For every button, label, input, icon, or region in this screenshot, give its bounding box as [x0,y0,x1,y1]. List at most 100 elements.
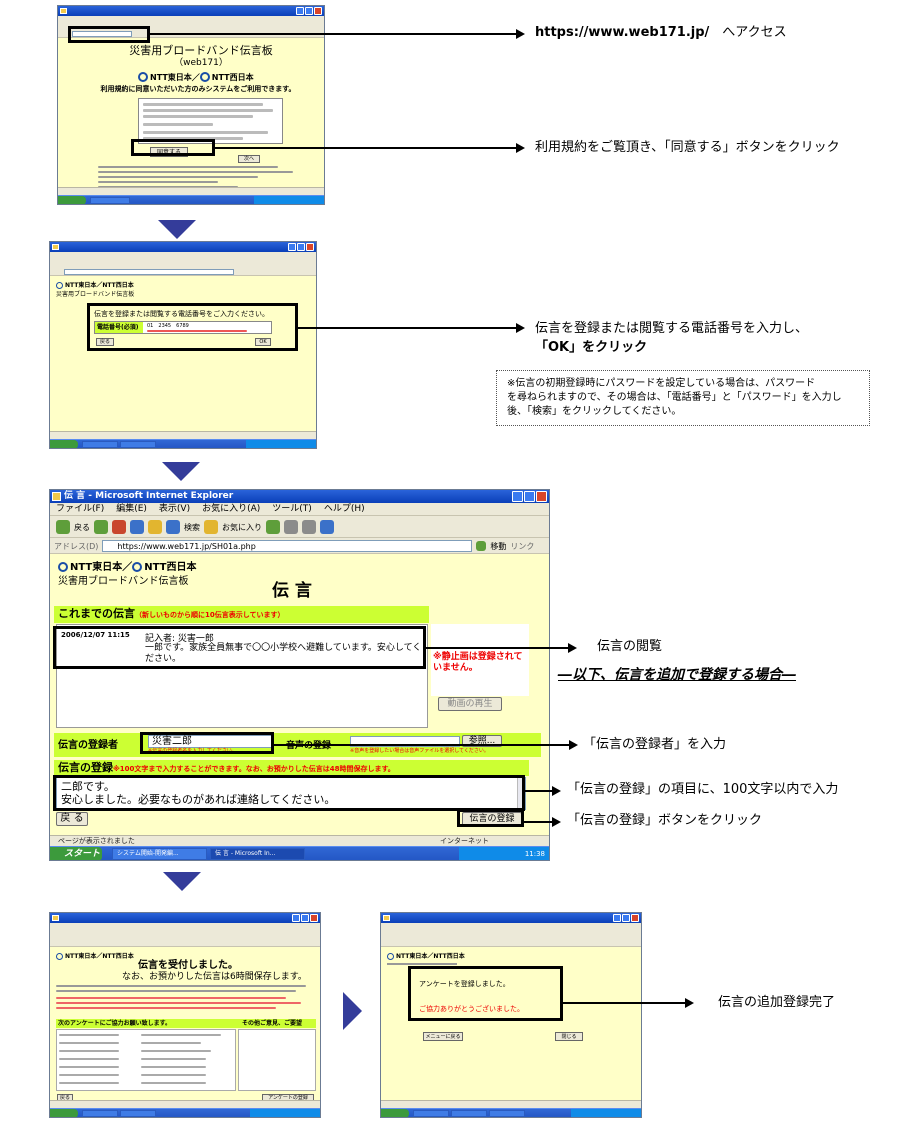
step4-taskbar [50,1108,320,1117]
search-icon[interactable] [166,520,180,534]
step2-status-bar [50,431,316,439]
step3-taskbar: スタート システム開始-開発編... 伝 言 - Microsoft In...… [50,846,549,860]
step5-toolbar [381,923,641,947]
no-image-text: ※静止画は登録されていません。 [433,652,523,673]
back-icon[interactable] [56,520,70,534]
step2-phone-value3: 6789 [176,323,189,329]
step4-title-bar [50,913,320,923]
toolbar-favorites-label[interactable]: お気に入り [222,522,262,532]
forward-icon[interactable] [94,520,108,534]
ie-icon [60,8,67,14]
step3-toolbar: 戻る 検索 お気に入り [50,516,549,538]
step1-address-bar[interactable] [72,31,132,37]
step2-annotation-line2: 「OK」をクリック [535,340,648,355]
step4-toolbar [50,923,320,947]
start-button[interactable]: スタート [50,847,102,860]
step2-ntt-logo: NTT東日本／NTT西日本 [56,280,134,289]
comments-textarea[interactable] [238,1029,316,1091]
register-header-bar: 伝言の登録※100文字まで入力することができます。なお、お預かりした伝言は48時… [54,760,529,776]
step5-menu-button[interactable]: メニューに戻る [423,1032,463,1041]
step1-agree-button[interactable]: 同意する [150,147,188,157]
step2-arrow-head [516,323,525,333]
step2-annotation-line1: 伝言を登録または閲覧する電話番号を入力し、 [535,321,809,336]
play-video-button[interactable]: 動画の再生 [438,697,502,711]
step2-phone-label: 電話番号(必須) [95,322,143,333]
survey-header-bar: 次のアンケートにご協力お願い致します。 その他ご意見、ご要望 [56,1019,316,1028]
menu-edit[interactable]: 編集(E) [116,504,147,514]
voice-file-input[interactable] [350,736,460,747]
step5-arrow-head [685,998,694,1008]
registrant-annotation: 「伝言の登録者」を入力 [583,737,727,752]
step2-password-note: ※伝言の初期登録時にパスワードを設定している場合は、パスワード を尋ねられますの… [496,370,870,426]
step2-taskbar [50,439,316,448]
status-text: ページが表示されました [58,837,135,845]
msg-author: 記入者: 災害一郎 [145,634,214,644]
textarea-scrollbar[interactable] [517,778,525,809]
step3-menu-bar: ファイル(F) 編集(E) 表示(V) お気に入り(A) ツール(T) ヘルプ(… [50,503,549,516]
step2-form-highlight [87,303,298,351]
toolbar-search-label[interactable]: 検索 [184,522,200,532]
maximize-button[interactable] [524,491,535,502]
system-tray: 11:38 [459,847,549,860]
task1-label: システム開始-開発編... [117,850,179,857]
registrant-arrow [274,744,570,746]
minimize-button[interactable] [512,491,523,502]
history-header: これまでの伝言 [58,607,135,620]
back-button[interactable]: 戻 る [56,812,88,826]
toolbar-back-label[interactable]: 戻る [74,522,90,532]
step2-address-bar[interactable] [64,269,234,275]
edit-icon[interactable] [320,520,334,534]
home-icon[interactable] [148,520,162,534]
step1-terms-notice: 利用規約に同意いただいた方のみシステムをご利用できます。 [100,85,296,93]
step1-subtitle: （web171） [174,58,228,68]
step1-url-annotation: https://www.web171.jp/ へアクセス [535,24,787,42]
address-url: https://www.web171.jp/SH01a.php [117,542,256,551]
message-line2: 安心しました。必要なものがあれば連絡してください。 [61,793,336,806]
mail-icon[interactable] [284,520,298,534]
menu-tools[interactable]: ツール(T) [272,504,312,514]
history-message-list[interactable]: 2006/12/07 11:15 記入者: 災害一郎 一郎です。家族全員無事で〇… [56,624,428,728]
step2-ok-button[interactable]: OK [255,338,271,346]
step5-taskbar [381,1108,641,1117]
registrant-arrow-head [569,740,578,750]
logo-east: NTT東日本 [70,562,123,573]
step2-phone-input[interactable]: 01 2345 6789 [147,323,247,332]
step3-status-bar: ページが表示されました インターネット [50,835,549,846]
history-icon[interactable] [266,520,280,534]
print-icon[interactable] [302,520,316,534]
step1-agree-highlight [131,139,215,156]
step5-title-bar [381,913,641,923]
stop-icon[interactable] [112,520,126,534]
step5-close-button[interactable]: 閉じる [555,1032,583,1041]
ie-icon [52,244,59,250]
history-highlight [53,626,426,669]
links-label[interactable]: リンク [510,541,535,551]
menu-view[interactable]: 表示(V) [158,504,191,514]
note-line2: を尋ねられますので、その場合は、「電話番号」と「パスワード」を入力し [507,392,842,403]
taskbar-item-1[interactable]: システム開始-開発編... [112,848,207,860]
go-icon[interactable] [476,541,487,551]
step4-ntt-logo: NTT東日本／NTT西日本 [56,951,134,960]
step1-next-button[interactable]: 次へ [238,155,260,163]
survey-header: 次のアンケートにご協力お願い致します。 [58,1020,172,1027]
menu-file[interactable]: ファイル(F) [56,504,105,514]
go-label[interactable]: 移動 [490,541,507,551]
step4-accepted: 伝言を受付しました。 [138,960,238,971]
step1-terms-textarea[interactable] [138,98,283,144]
step2-back-button[interactable]: 戻る [96,338,114,346]
favorites-icon[interactable] [204,520,218,534]
view-arrow [426,647,569,649]
ntt-west-logo-icon [132,562,143,572]
step2-phone-value: 01 [147,323,154,329]
close-button[interactable] [536,491,547,502]
msg-time: 2006/12/07 11:15 [61,631,130,639]
note-line1: ※伝言の初期登録時にパスワードを設定している場合は、パスワード [507,378,816,389]
address-input[interactable]: https://www.web171.jp/SH01a.php [102,540,473,552]
survey-table[interactable] [56,1029,236,1091]
refresh-icon[interactable] [130,520,144,534]
taskbar-item-2[interactable]: 伝 言 - Microsoft In... [210,848,305,860]
menu-help[interactable]: ヘルプ(H) [323,504,365,514]
menu-favorites[interactable]: お気に入り(A) [202,504,261,514]
step5-browser-window: NTT東日本／NTT西日本 アンケートを登録しました。 ご協力ありがとうございま… [380,912,642,1118]
message-line1: 二郎です。 [61,780,115,793]
